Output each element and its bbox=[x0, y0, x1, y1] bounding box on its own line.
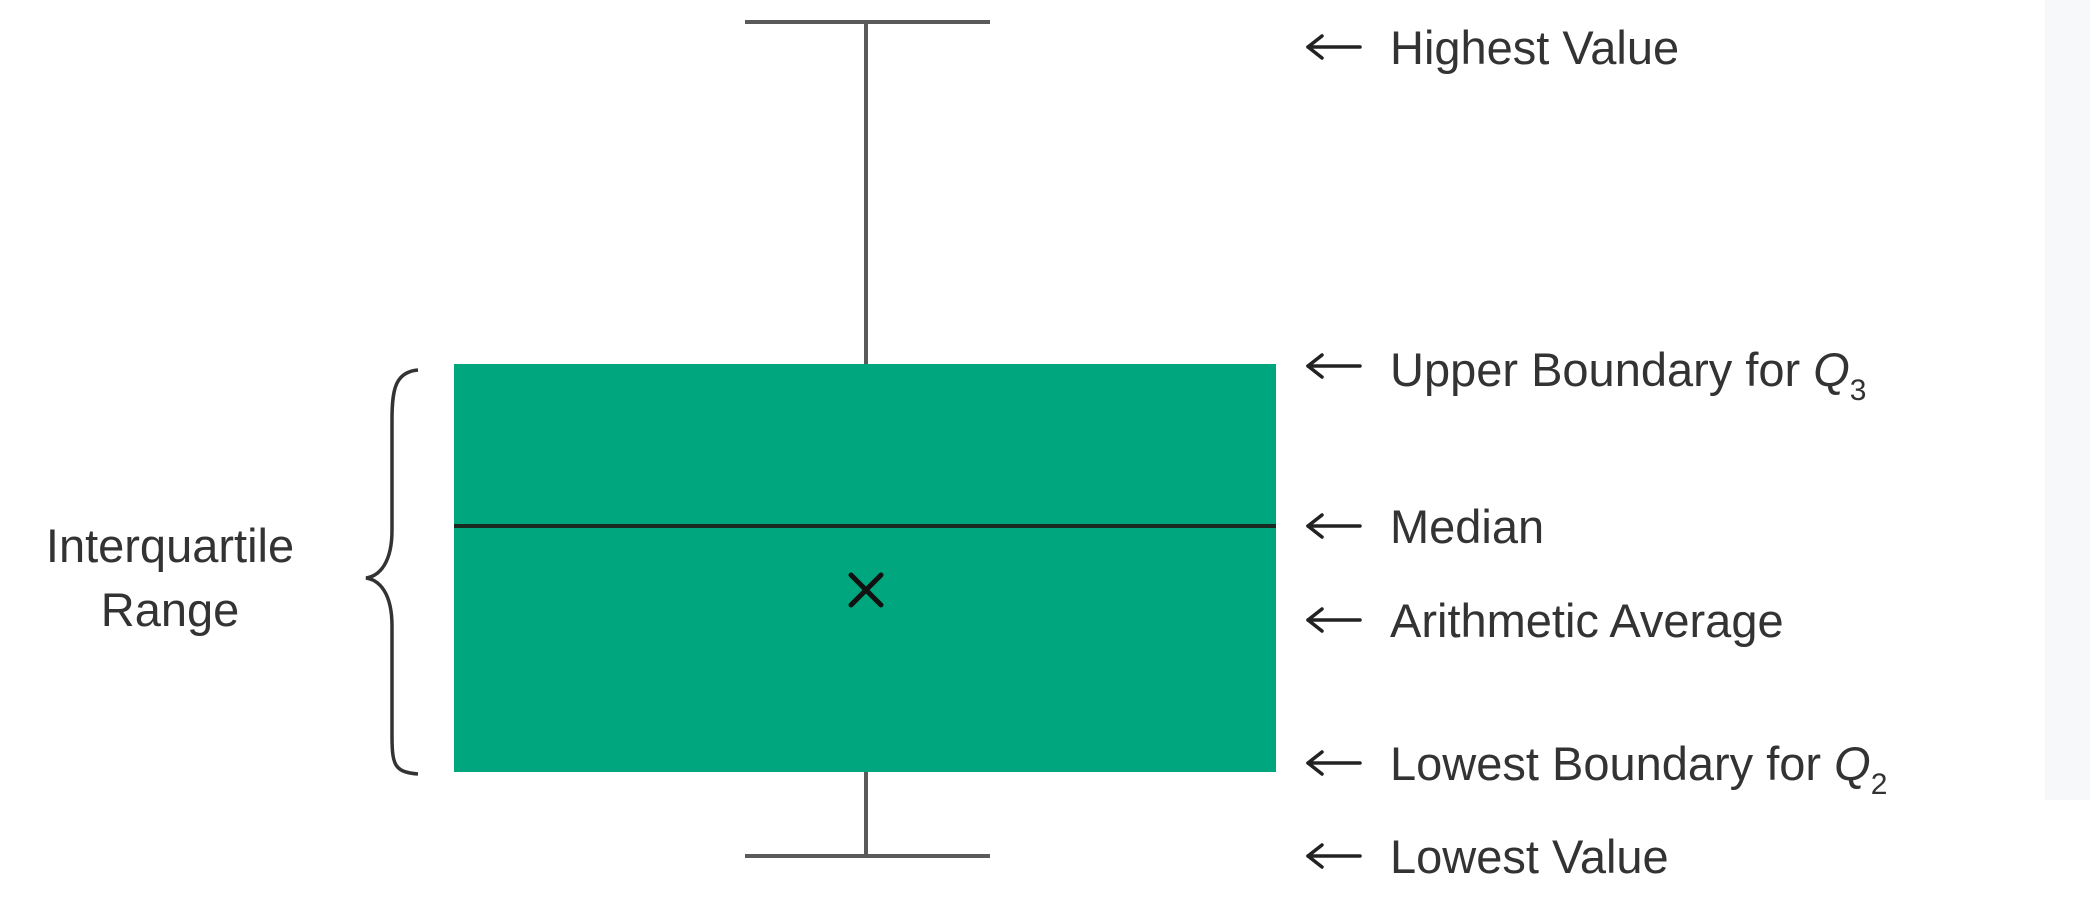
left-arrow-icon bbox=[1306, 353, 1362, 379]
iqr-label-line2: Range bbox=[101, 583, 240, 636]
x-mark-icon bbox=[848, 572, 884, 608]
left-arrow-icon bbox=[1306, 513, 1362, 539]
left-arrow-icon bbox=[1306, 34, 1362, 60]
upper-boundary-label: Upper Boundary for Q3 bbox=[1390, 343, 1866, 407]
left-arrow-icon bbox=[1306, 843, 1362, 869]
interquartile-box bbox=[454, 364, 1276, 772]
iqr-label-line1: Interquartile bbox=[46, 519, 294, 572]
lowest-value-label: Lowest Value bbox=[1390, 830, 1669, 883]
left-arrow-icon bbox=[1306, 607, 1362, 633]
right-panel-background bbox=[2045, 0, 2090, 800]
curly-brace-icon bbox=[365, 368, 419, 776]
arithmetic-average-label: Arithmetic Average bbox=[1390, 594, 1784, 647]
annotation-arrows bbox=[1306, 34, 1362, 869]
highest-value-label: Highest Value bbox=[1390, 21, 1679, 74]
lowest-boundary-label: Lowest Boundary for Q2 bbox=[1390, 737, 1887, 801]
left-arrow-icon bbox=[1306, 750, 1362, 776]
median-label: Median bbox=[1390, 500, 1544, 553]
